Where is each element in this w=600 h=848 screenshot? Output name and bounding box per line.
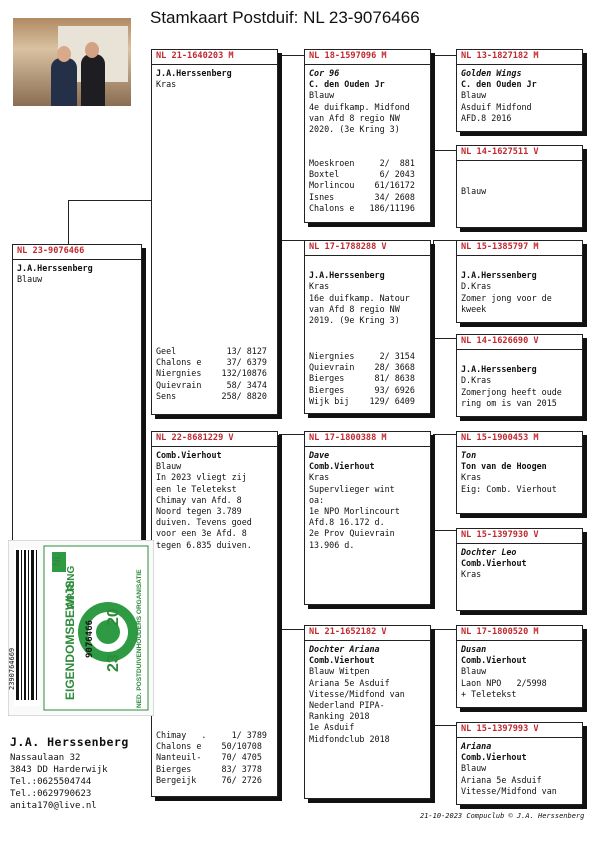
fm-ring: NL 17-1788288 V: [305, 241, 430, 256]
owner-tel2: Tel.:0629790623: [10, 788, 129, 800]
mother-card: NL 22-8681229 V Comb.Vierhout Blauw In 2…: [151, 431, 278, 797]
mm-card: NL 21-1652182 V Dochter Ariana Comb.Vier…: [304, 625, 431, 799]
mmf-info: Blauw Laon NPO 2/5998 + Teletekst: [461, 666, 547, 698]
mmf-name: Dusan: [461, 644, 486, 654]
mmm-info: Blauw Ariana 5e Asduif Vitesse/Midfond v…: [461, 763, 557, 795]
fm-results: Niergnies 2/ 3154 Quievrain 28/ 3668 Bie…: [309, 351, 415, 407]
mm-name: Dochter Ariana: [309, 644, 380, 654]
owner-city: 3843 DD Harderwijk: [10, 764, 129, 776]
mmm-ring: NL 15-1397993 V: [457, 723, 582, 738]
page-title: Stamkaart Postduif: NL 23-9076466: [150, 8, 420, 28]
fff-info: Blauw Asduif Midfond AFD.8 2016: [461, 90, 532, 122]
father-owner: J.A.Herssenberg: [156, 68, 232, 78]
mf-ring: NL 17-1800388 M: [305, 432, 430, 447]
fmf-ring: NL 15-1385797 M: [457, 241, 582, 256]
owner-block: J.A. Herssenberg Nassaulaan 32 3843 DD H…: [10, 736, 129, 812]
ring-number: 9076466: [85, 620, 95, 658]
subject-color: Blauw: [17, 274, 42, 284]
father-info: Kras: [156, 79, 176, 89]
year-right: 23: [105, 654, 122, 672]
mff-info: Kras Eig: Comb. Vierhout: [461, 472, 557, 493]
mmm-card: NL 15-1397993 V Ariana Comb.Vierhout Bla…: [456, 722, 583, 805]
barcode-text: 2390764669: [8, 648, 16, 690]
subject-ring: NL 23-9076466: [13, 245, 141, 260]
mmf-owner: Comb.Vierhout: [461, 655, 527, 665]
mfm-name: Dochter Leo: [461, 547, 516, 557]
fm-owner: J.A.Herssenberg: [309, 270, 385, 280]
mfm-owner: Comb.Vierhout: [461, 558, 527, 568]
father-card: NL 21-1640203 M J.A.Herssenberg Kras Gee…: [151, 49, 278, 415]
mm-ring: NL 21-1652182 V: [305, 626, 430, 641]
owner-address: Nassaulaan 32: [10, 752, 129, 764]
father-results: Geel 13/ 8127 Chalons e 37/ 6379 Niergni…: [156, 346, 267, 402]
ff-info: Blauw 4e duifkamp. Midfond van Afd 8 reg…: [309, 90, 410, 134]
mother-ring: NL 22-8681229 V: [152, 432, 277, 447]
ffm-info: Blauw: [461, 186, 486, 196]
ff-card: NL 18-1597096 M Cor 96 C. den Ouden Jr B…: [304, 49, 431, 223]
card-sub: A/P RING: [66, 566, 77, 610]
fmm-card: NL 14-1626690 V J.A.Herssenberg D.Kras Z…: [456, 334, 583, 417]
fff-owner: C. den Ouden Jr: [461, 79, 537, 89]
mfm-card: NL 15-1397930 V Dochter Leo Comb.Vierhou…: [456, 528, 583, 611]
mf-name: Dave: [309, 450, 329, 460]
ff-ring: NL 18-1597096 M: [305, 50, 430, 65]
mmf-ring: NL 17-1800520 M: [457, 626, 582, 641]
mm-owner: Comb.Vierhout: [309, 655, 375, 665]
mf-card: NL 17-1800388 M Dave Comb.Vierhout Kras …: [304, 431, 431, 605]
fmm-ring: NL 14-1626690 V: [457, 335, 582, 350]
ffm-ring: NL 14-1627511 V: [457, 146, 582, 161]
footer-credit: 21-10-2023 Compuclub © J.A. Herssenberg: [420, 812, 584, 820]
country-code: NL: [52, 554, 62, 566]
barcode: [14, 548, 40, 706]
mff-card: NL 15-1900453 M Ton Ton van de Hoogen Kr…: [456, 431, 583, 514]
owner-email: anita170@live.nl: [10, 800, 129, 812]
fmf-owner: J.A.Herssenberg: [461, 270, 537, 280]
mfm-ring: NL 15-1397930 V: [457, 529, 582, 544]
mfm-info: Kras: [461, 569, 481, 579]
owner-name: J.A. Herssenberg: [10, 736, 129, 748]
father-ring: NL 21-1640203 M: [152, 50, 277, 65]
mff-name: Ton: [461, 450, 476, 460]
fmf-info: D.Kras Zomer jong voor de kweek: [461, 281, 552, 313]
fmm-info: D.Kras Zomerjong heeft oude ring om is v…: [461, 375, 562, 407]
ownership-ring-card: 2390764669 NED. POSTDUIVENHOUDERS ORGANI…: [8, 540, 154, 716]
subject-card: NL 23-9076466 J.A.Herssenberg Blauw: [12, 244, 142, 544]
org-name: NED. POSTDUIVENHOUDERS ORGANISATIE: [136, 569, 143, 708]
fff-ring: NL 13-1827182 M: [457, 50, 582, 65]
fmm-owner: J.A.Herssenberg: [461, 364, 537, 374]
mother-owner: Comb.Vierhout: [156, 450, 222, 460]
mm-info: Blauw Witpen Ariana 5e Asduif Vitesse/Mi…: [309, 666, 405, 743]
mmf-card: NL 17-1800520 M Dusan Comb.Vierhout Blau…: [456, 625, 583, 708]
fm-info: Kras 16e duifkamp. Natour van Afd 8 regi…: [309, 281, 410, 325]
mf-info: Kras Supervlieger wint oa: 1e NPO Morlin…: [309, 472, 400, 549]
mother-results: Chimay . 1/ 3789 Chalons e 50/10708 Nant…: [156, 730, 267, 786]
ffm-card: NL 14-1627511 V Blauw: [456, 145, 583, 228]
mmm-owner: Comb.Vierhout: [461, 752, 527, 762]
owner-photo: [13, 18, 131, 106]
mf-owner: Comb.Vierhout: [309, 461, 375, 471]
ff-results: Moeskroen 2/ 881 Boxtel 6/ 2043 Morlinco…: [309, 158, 415, 214]
fff-name: Golden Wings: [461, 68, 522, 78]
ff-owner: C. den Ouden Jr: [309, 79, 385, 89]
ff-name: Cor 96: [309, 68, 339, 78]
fmf-card: NL 15-1385797 M J.A.Herssenberg D.Kras Z…: [456, 240, 583, 323]
mother-info: Blauw In 2023 vliegt zij een le Teleteks…: [156, 461, 252, 549]
owner-tel1: Tel.:0625504744: [10, 776, 129, 788]
subject-owner: J.A.Herssenberg: [17, 263, 93, 273]
fff-card: NL 13-1827182 M Golden Wings C. den Oude…: [456, 49, 583, 132]
mff-owner: Ton van de Hoogen: [461, 461, 547, 471]
fm-card: NL 17-1788288 V J.A.Herssenberg Kras 16e…: [304, 240, 431, 414]
mmm-name: Ariana: [461, 741, 491, 751]
year-left: 20: [105, 608, 122, 626]
mff-ring: NL 15-1900453 M: [457, 432, 582, 447]
